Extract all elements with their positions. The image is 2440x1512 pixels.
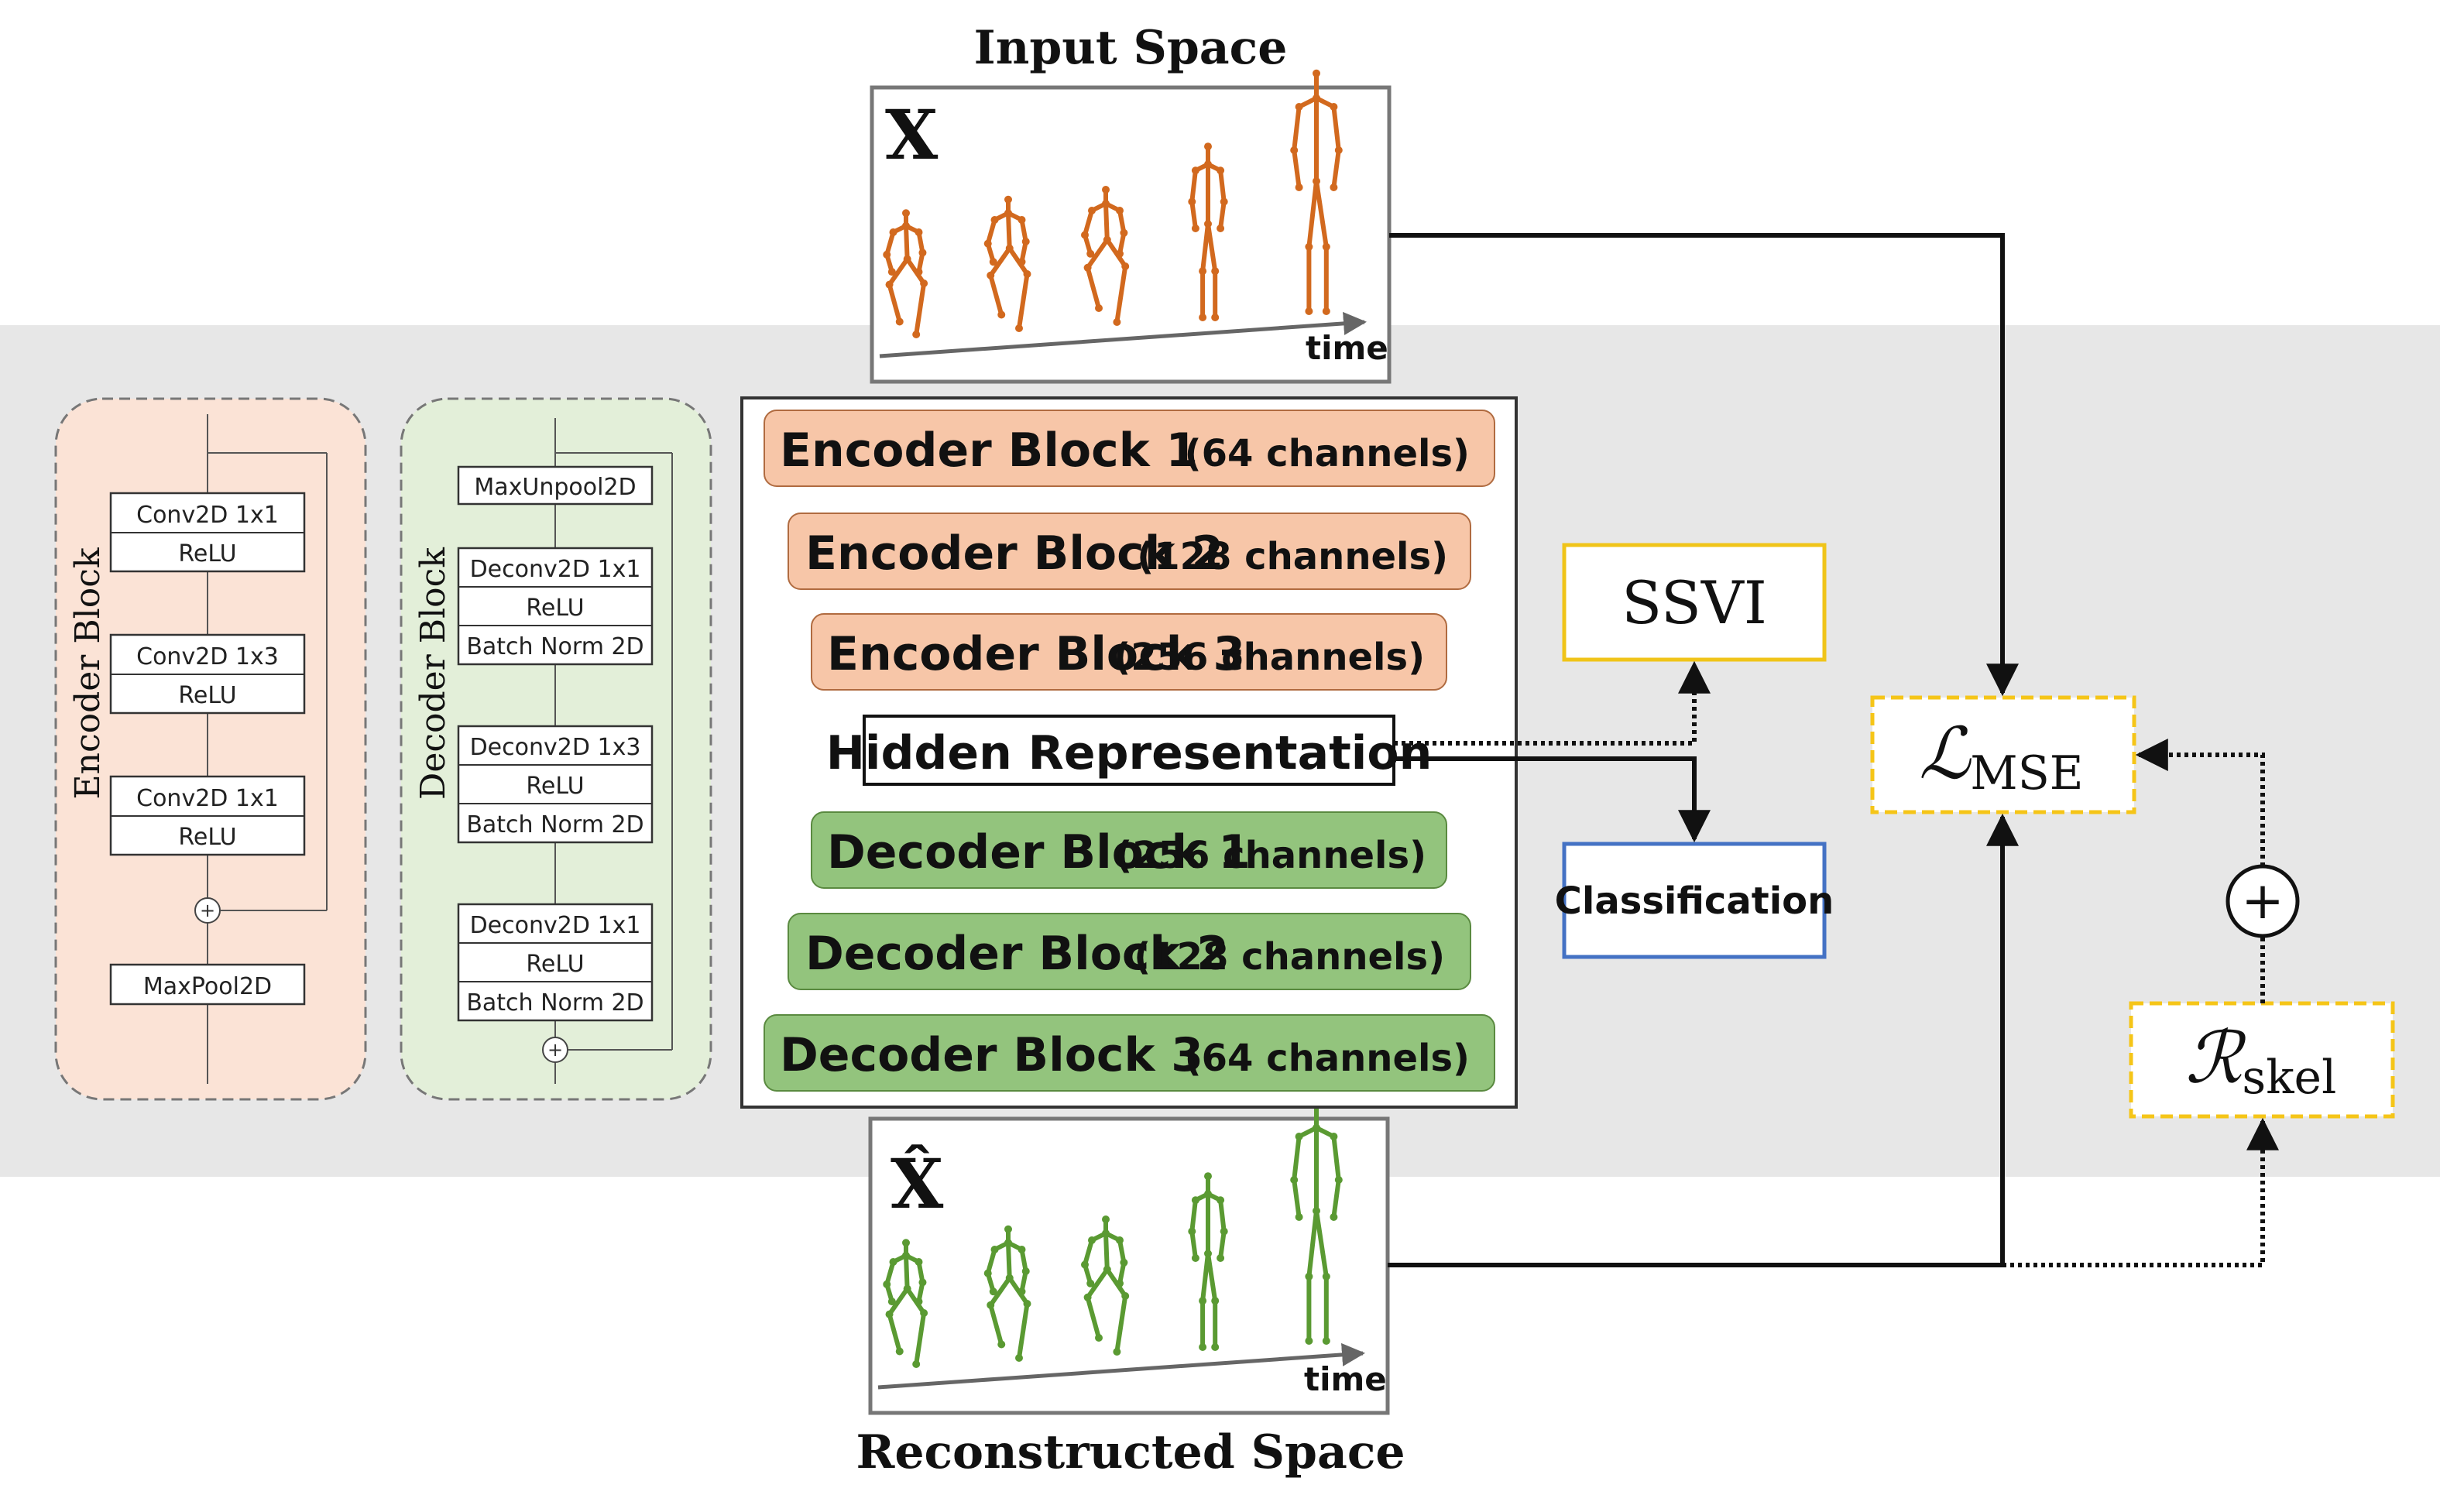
skeleton-figure bbox=[1290, 1099, 1343, 1345]
skeleton-figure bbox=[983, 1225, 1031, 1362]
svg-text:ℒMSE: ℒMSE bbox=[1919, 712, 2084, 801]
svg-text:Encoder Block 2: Encoder Block 2 bbox=[805, 526, 1223, 581]
mse-loss-symbol: ℒ bbox=[1919, 712, 1972, 795]
input-space-frame: X time bbox=[870, 69, 1392, 384]
sum-node: + bbox=[2226, 864, 2300, 938]
ssvi-box: SSVI bbox=[1562, 543, 1827, 662]
encoder-layer-maxpool2d: MaxPool2D bbox=[143, 973, 272, 1000]
decoder-layer-batchnorm-b: Batch Norm 2D bbox=[466, 811, 643, 838]
encoder-block-3: Encoder Block 3 (256 channels) bbox=[811, 613, 1447, 691]
skeleton-figure bbox=[1290, 69, 1343, 315]
residual-add-icon bbox=[194, 897, 221, 924]
skel-symbol: ℛ bbox=[2185, 1017, 2246, 1099]
decoder-layer-relu-b: ReLU bbox=[526, 773, 584, 800]
encoder-layer-relu-c: ReLU bbox=[178, 824, 236, 851]
reconstructed-symbol: X̂ bbox=[891, 1143, 944, 1224]
decoder-block-1: Decoder Block 1 (256 channels) bbox=[811, 811, 1447, 889]
svg-text:Encoder Block 1: Encoder Block 1 bbox=[780, 423, 1198, 478]
skeleton-figure bbox=[1188, 142, 1228, 321]
decoder-layer-maxunpool2d: MaxUnpool2D bbox=[474, 474, 636, 501]
skeleton-figure bbox=[1188, 1172, 1228, 1351]
svg-text:(64 channels): (64 channels) bbox=[1185, 432, 1470, 475]
decoder-layer-deconv2d-1x3: Deconv2D 1x3 bbox=[470, 734, 641, 761]
encoder-block-2: Encoder Block 2 (128 channels) bbox=[788, 513, 1471, 590]
encoder-layer-conv2d-1x3: Conv2D 1x3 bbox=[136, 643, 279, 670]
svg-text:SSVI: SSVI bbox=[1622, 568, 1767, 637]
skeleton-figure bbox=[1081, 1215, 1130, 1356]
skeleton-figure bbox=[1081, 186, 1130, 326]
svg-text:(128 channels): (128 channels) bbox=[1137, 535, 1448, 578]
mse-loss-subscript: MSE bbox=[1970, 746, 2083, 801]
decoder-layer-deconv2d-1x1-a: Deconv2D 1x1 bbox=[470, 556, 641, 583]
hidden-representation: Hidden Representation bbox=[826, 715, 1433, 786]
reconstructed-skeleton-sequence bbox=[883, 1099, 1343, 1368]
mse-loss-box: ℒMSE bbox=[1870, 695, 2136, 814]
encoder-layer-conv2d-1x1-a: Conv2D 1x1 bbox=[136, 502, 279, 529]
encoder-block-label: Encoder Block bbox=[68, 547, 108, 799]
svg-text:+: + bbox=[547, 1039, 563, 1061]
svg-text:Encoder Block 3: Encoder Block 3 bbox=[827, 627, 1245, 681]
decoder-block-2: Decoder Block 2 (128 channels) bbox=[788, 913, 1471, 990]
svg-text:Classification: Classification bbox=[1555, 879, 1834, 923]
encoder-block-panel: Encoder Block + Conv2D 1x1 ReLU Conv2D 1… bbox=[54, 397, 367, 1101]
decoder-layer-batchnorm-a: Batch Norm 2D bbox=[466, 633, 643, 660]
input-time-label: time bbox=[1306, 329, 1388, 367]
encoder-block-1: Encoder Block 1 (64 channels) bbox=[764, 410, 1495, 487]
decoder-layer-batchnorm-c: Batch Norm 2D bbox=[466, 989, 643, 1017]
svg-text:Decoder Block 3: Decoder Block 3 bbox=[780, 1028, 1203, 1082]
input-skeleton-sequence bbox=[883, 69, 1343, 338]
reconstructed-space-title: Reconstructed Space bbox=[856, 1425, 1405, 1479]
residual-add-icon bbox=[542, 1037, 568, 1063]
input-symbol: X bbox=[885, 94, 939, 175]
svg-text:(64 channels): (64 channels) bbox=[1185, 1037, 1470, 1080]
skeleton-figure bbox=[883, 209, 928, 338]
svg-text:Decoder Block 1: Decoder Block 1 bbox=[827, 825, 1251, 879]
skel-subscript: skel bbox=[2242, 1051, 2336, 1105]
reconstructed-time-label: time bbox=[1304, 1360, 1387, 1398]
svg-text:(128 channels): (128 channels) bbox=[1134, 935, 1445, 979]
encoder-layer-relu-b: ReLU bbox=[178, 682, 236, 709]
sum-symbol: + bbox=[2241, 871, 2284, 931]
encoder-layer-conv2d-1x1-b: Conv2D 1x1 bbox=[136, 785, 279, 812]
input-space-title: Input Space bbox=[974, 21, 1288, 75]
decoder-block-panel: Decoder Block + MaxUnpool2D Deconv2D 1x1… bbox=[400, 397, 712, 1101]
svg-text:Hidden Representation: Hidden Representation bbox=[826, 726, 1433, 780]
encoder-layer-relu-a: ReLU bbox=[178, 540, 236, 567]
svg-text:Decoder Block 2: Decoder Block 2 bbox=[805, 927, 1229, 981]
svg-text:+: + bbox=[200, 900, 215, 921]
decoder-block-3: Decoder Block 3 (64 channels) bbox=[764, 1014, 1495, 1092]
svg-text:(256 channels): (256 channels) bbox=[1114, 636, 1425, 679]
svg-text:(256 channels): (256 channels) bbox=[1115, 834, 1426, 877]
decoder-layer-relu-c: ReLU bbox=[526, 951, 584, 978]
connector-lines bbox=[1388, 233, 2279, 1267]
classification-box: Classification bbox=[1555, 842, 1834, 959]
skeleton-figure bbox=[983, 195, 1031, 332]
decoder-layer-relu-a: ReLU bbox=[526, 595, 584, 622]
decoder-block-label: Decoder Block bbox=[414, 547, 453, 800]
reconstructed-space-frame: X̂ time bbox=[868, 1099, 1390, 1415]
skel-regularizer-box: ℛskel bbox=[2129, 1001, 2395, 1119]
decoder-layer-deconv2d-1x1-b: Deconv2D 1x1 bbox=[470, 912, 641, 939]
svg-text:ℛskel: ℛskel bbox=[2185, 1017, 2336, 1105]
skeleton-figure bbox=[883, 1239, 928, 1368]
